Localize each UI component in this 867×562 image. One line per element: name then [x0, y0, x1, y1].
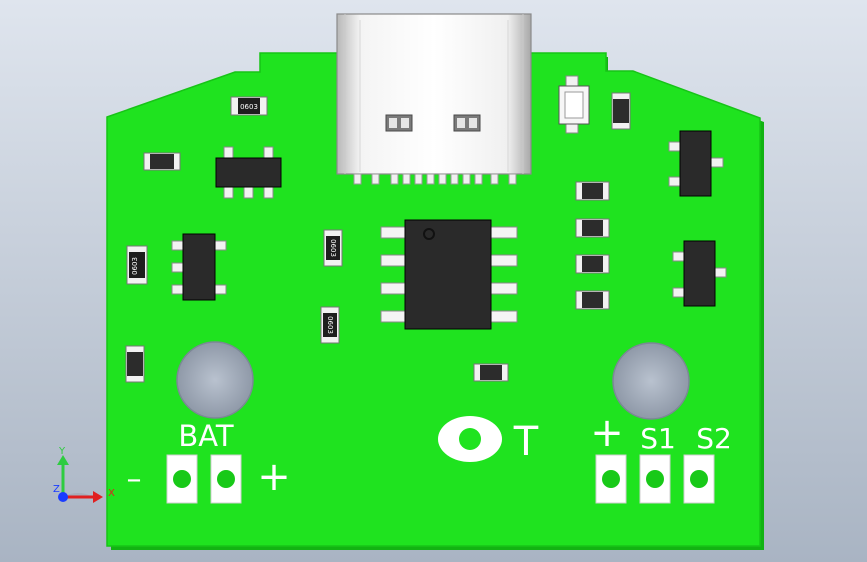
- axis-x-label: X: [108, 488, 115, 499]
- usb-pin: [371, 173, 380, 185]
- resistor-body: [582, 292, 603, 308]
- out-plus-pad[interactable]: [595, 454, 627, 504]
- capacitor-c4: [611, 92, 631, 130]
- capacitor-c1: [143, 152, 181, 171]
- resistor-marking: 0603: [240, 103, 258, 111]
- ic-pin: [380, 282, 408, 295]
- soic8-ic: [380, 219, 518, 330]
- test-label: T: [513, 419, 539, 465]
- led-d1: [558, 75, 590, 134]
- usb-pin: [353, 173, 362, 185]
- test-pad[interactable]: [438, 416, 502, 462]
- bat-minus-label: –: [127, 462, 142, 497]
- sot23-q3: [672, 240, 727, 307]
- axis-z-label: Z: [53, 484, 60, 495]
- mounting-hole-right: [612, 342, 690, 420]
- resistor-marking: 0603: [326, 316, 334, 334]
- usb-pin: [490, 173, 499, 185]
- usb-pin: [414, 173, 423, 185]
- resistor-r-mid-lower: 0603: [320, 306, 340, 344]
- xyz-triad-icon: Y X Z: [53, 446, 115, 503]
- resistor-r-mid-upper: 0603: [323, 229, 343, 267]
- bat-label: BAT: [178, 419, 233, 453]
- ic-pin: [380, 226, 408, 239]
- resistor-r-top: 0603: [230, 96, 268, 116]
- sot23-q1: [171, 233, 227, 301]
- axis-y-label: Y: [58, 446, 66, 457]
- sot23-u2: [215, 146, 282, 199]
- usb-pin: [390, 173, 399, 185]
- ic-pin: [380, 254, 408, 267]
- usb-c-icon: [336, 13, 532, 175]
- usb-pin: [402, 173, 411, 185]
- resistor-marking: 0603: [131, 257, 139, 275]
- usb-pin: [462, 173, 471, 185]
- capacitor-c2: [125, 345, 145, 383]
- usb-c-connector[interactable]: [336, 13, 532, 185]
- ic-pin: [488, 310, 518, 323]
- out-plus-label: +: [590, 410, 624, 456]
- usb-pin: [508, 173, 517, 185]
- resistor-r-left: 0603: [126, 245, 148, 285]
- ic-pin: [488, 226, 518, 239]
- bat-minus-pad[interactable]: [166, 454, 198, 504]
- sot23-q2: [668, 130, 724, 197]
- ic-pin: [488, 254, 518, 267]
- resistor-array: [575, 181, 610, 310]
- usb-pin: [474, 173, 483, 185]
- bat-plus-label: +: [257, 454, 291, 500]
- s1-pad[interactable]: [639, 454, 671, 504]
- ic-pin: [488, 282, 518, 295]
- usb-pin: [426, 173, 435, 185]
- ic-pin: [380, 310, 408, 323]
- usb-pin: [438, 173, 447, 185]
- capacitor-c3: [473, 363, 509, 382]
- s2-label: S2: [696, 422, 732, 455]
- s1-label: S1: [640, 422, 676, 455]
- resistor-body: [582, 256, 603, 272]
- resistor-body: [582, 220, 603, 236]
- bat-plus-pad[interactable]: [210, 454, 242, 504]
- s2-pad[interactable]: [683, 454, 715, 504]
- usb-pin: [450, 173, 459, 185]
- resistor-marking: 0603: [329, 239, 337, 257]
- usb-c-pins: [353, 173, 517, 185]
- mounting-hole-left: [176, 341, 254, 419]
- resistor-body: [582, 183, 603, 199]
